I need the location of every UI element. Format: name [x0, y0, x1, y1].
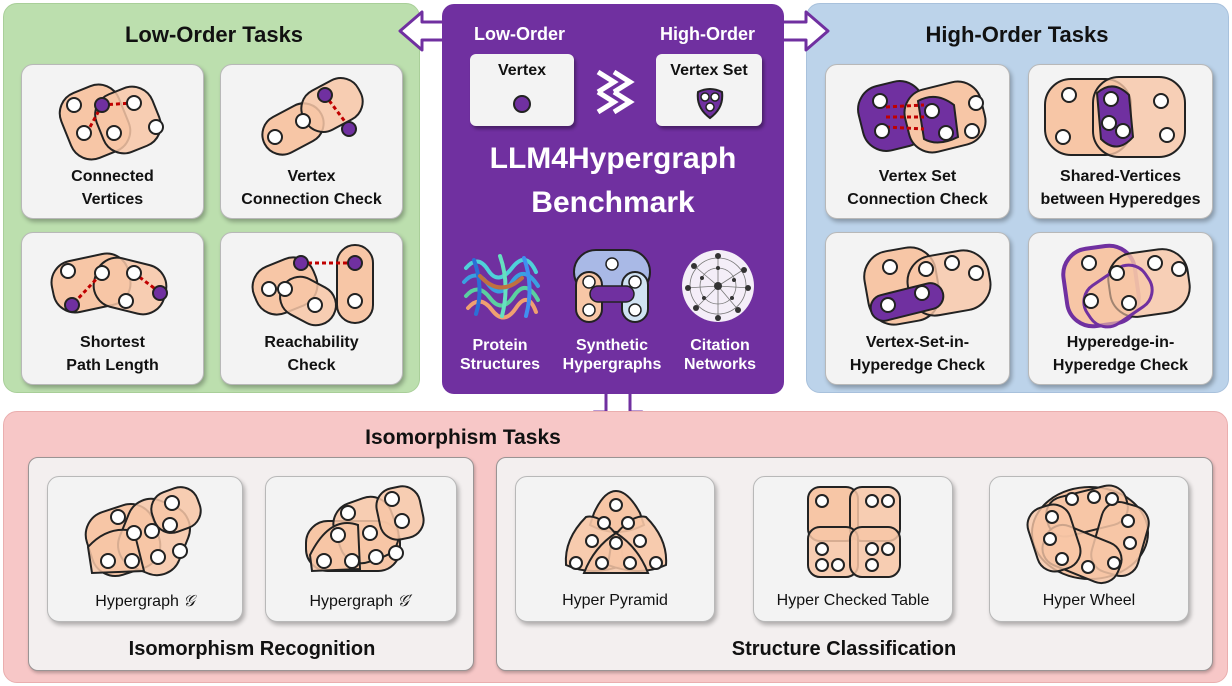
hyper-wheel-label: Hyper Wheel	[1042, 592, 1136, 609]
vertex-connection-check-illustration	[261, 77, 364, 156]
vertex-icon	[513, 95, 531, 113]
hypergraph-g-illustration	[84, 486, 202, 577]
protein-structure-image	[462, 254, 540, 320]
source-citation-networks: Citation Networks	[683, 337, 757, 373]
hyper-checked-table-label: Hyper Checked Table	[776, 592, 930, 609]
synthetic-hypergraph-image	[573, 249, 651, 323]
task-label-vertex-connection-check: Vertex Connection Check	[241, 168, 382, 208]
low-order-panel: Low-Order Tasks Connected Vertices Verte…	[3, 3, 420, 393]
vertex-set-label: Vertex Set	[670, 62, 748, 79]
low-order-label: Low-Order	[474, 24, 566, 44]
hyper-checked-table-illustration	[807, 486, 901, 578]
connected-vertices-illustration	[58, 83, 164, 161]
task-label-shared-vertices: Shared-Vertices between Hyperedges	[1040, 168, 1201, 208]
hypergraph-g-prime-card[interactable]: Hypergraph 𝒢′	[265, 476, 457, 622]
hypergraph-g-label: Hypergraph 𝒢	[95, 591, 195, 610]
source-synthetic-hypergraphs: Synthetic Hypergraphs	[562, 337, 662, 373]
hyper-wheel-illustration	[1026, 484, 1150, 585]
hyper-pyramid-label: Hyper Pyramid	[562, 592, 668, 609]
structure-classification-section: Hyper Pyramid Hyper Checked Table	[496, 457, 1213, 671]
high-order-panel: High-Order Tasks Vertex Set Connection C…	[806, 3, 1229, 393]
citation-network-image	[682, 250, 754, 322]
hypergraph-g-symbol: 𝒢	[183, 591, 195, 610]
vertex-label: Vertex	[497, 62, 547, 79]
low-order-title: Low-Order Tasks	[124, 22, 304, 47]
hypergraph-g-prime-symbol: 𝒢′	[397, 591, 413, 610]
shortest-path-illustration	[50, 252, 168, 316]
hyper-checked-table-card[interactable]: Hyper Checked Table	[753, 476, 953, 622]
hyper-wheel-card[interactable]: Hyper Wheel	[989, 476, 1189, 622]
isomorphism-recognition-section: Hypergraph 𝒢 Hypergraph 𝒢′ Isomorphism R	[28, 457, 474, 671]
hyper-pyramid-illustration	[564, 489, 668, 574]
task-label-reachability-check: Reachability Check	[264, 334, 359, 374]
source-protein-structures: Protein Structures	[459, 337, 541, 373]
high-order-label: High-Order	[660, 24, 756, 44]
task-label-hyperedge-in-hyperedge: Hyperedge-in- Hyperedge Check	[1052, 334, 1189, 374]
task-card-shared-vertices[interactable]: Shared-Vertices between Hyperedges	[1028, 64, 1213, 219]
isomorphism-recognition-title: Isomorphism Recognition	[128, 638, 376, 660]
reachability-check-illustration	[251, 244, 374, 327]
hypergraph-g-card[interactable]: Hypergraph 𝒢	[47, 476, 243, 622]
task-card-shortest-path-length[interactable]: Shortest Path Length	[21, 232, 204, 385]
benchmark-panel: Low-Order High-Order Vertex Vertex Set L…	[442, 4, 784, 394]
task-label-vertex-set-connection-check: Vertex Set Connection Check	[847, 168, 988, 208]
task-label-connected-vertices: Connected Vertices	[71, 168, 154, 208]
vertex-set-connection-illustration	[857, 80, 987, 154]
isomorphism-title: Isomorphism Tasks	[365, 426, 561, 449]
vertex-set-box: Vertex Set	[656, 54, 762, 126]
task-card-hyperedge-in-hyperedge[interactable]: Hyperedge-in- Hyperedge Check	[1028, 232, 1213, 385]
hypergraph-g-prime-label: Hypergraph 𝒢′	[309, 591, 413, 610]
hyperedge-in-hyperedge-illustration	[1061, 243, 1191, 329]
vertex-set-icon	[696, 88, 724, 120]
task-card-vertex-set-in-hyperedge[interactable]: Vertex-Set-in- Hyperedge Check	[825, 232, 1010, 385]
double-chevron-right-icon	[596, 69, 635, 115]
high-order-title: High-Order Tasks	[925, 22, 1109, 47]
task-card-vertex-set-connection-check[interactable]: Vertex Set Connection Check	[825, 64, 1010, 219]
task-label-vertex-set-in-hyperedge: Vertex-Set-in- Hyperedge Check	[849, 334, 986, 374]
hypergraph-g-prime-illustration	[305, 485, 425, 573]
benchmark-title-line1: LLM4Hypergraph	[489, 142, 737, 175]
structure-classification-title: Structure Classification	[731, 638, 957, 660]
hyper-pyramid-card[interactable]: Hyper Pyramid	[515, 476, 715, 622]
shared-vertices-illustration	[1044, 76, 1186, 158]
task-card-reachability-check[interactable]: Reachability Check	[220, 232, 403, 385]
isomorphism-panel: Isomorphism Tasks Hypergraph 𝒢	[3, 411, 1228, 683]
task-card-connected-vertices[interactable]: Connected Vertices	[21, 64, 204, 219]
vertex-box: Vertex	[470, 54, 574, 126]
task-label-shortest-path-length: Shortest Path Length	[66, 334, 159, 374]
vertex-set-in-hyperedge-illustration	[863, 246, 992, 326]
benchmark-title-line2: Benchmark	[531, 186, 695, 219]
task-card-vertex-connection-check[interactable]: Vertex Connection Check	[220, 64, 403, 219]
